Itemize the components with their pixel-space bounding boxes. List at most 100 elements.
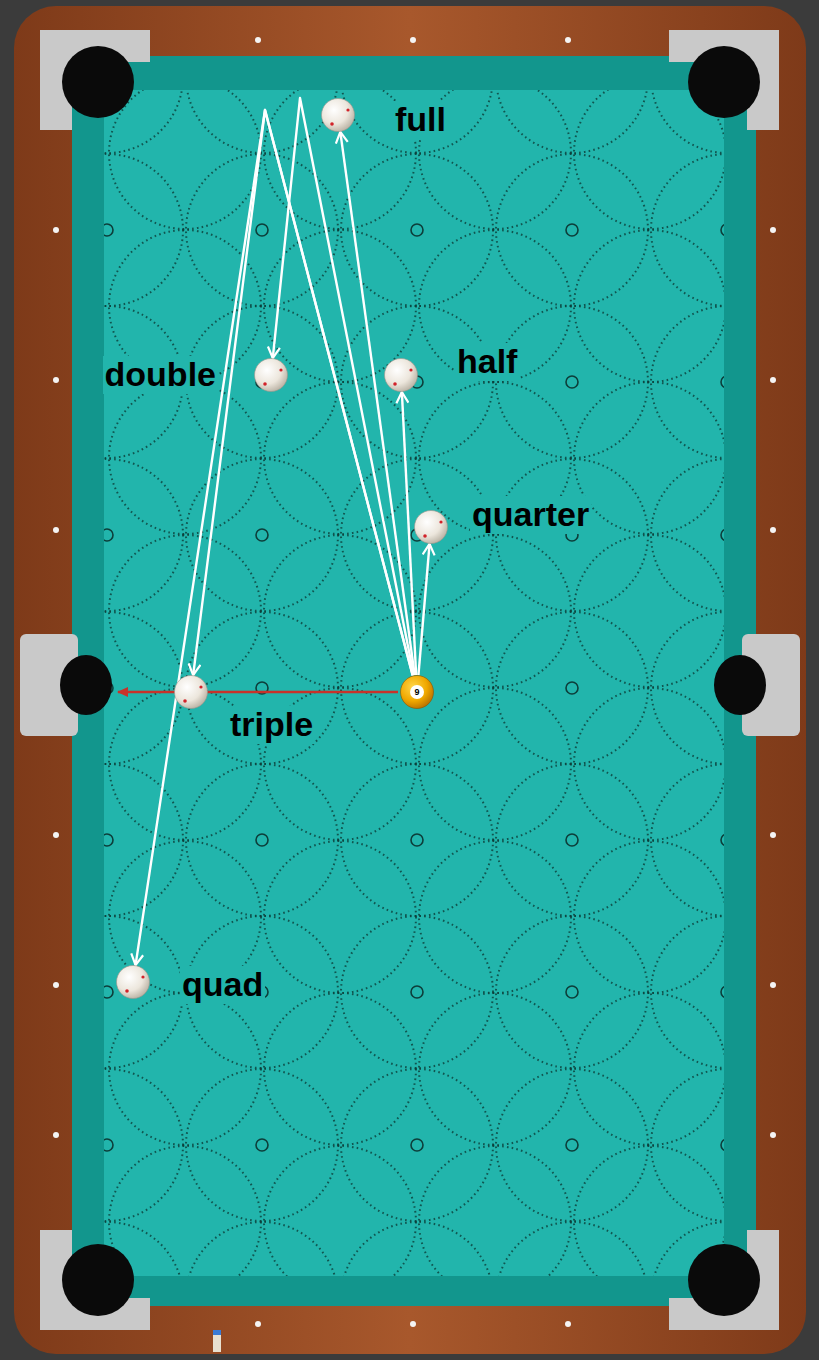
cue-ball-path xyxy=(136,110,413,965)
dotted-ring xyxy=(496,90,648,153)
dotted-ring xyxy=(496,154,648,306)
pockets xyxy=(20,30,800,1330)
dotted-ring xyxy=(496,612,648,764)
dotted-ring xyxy=(651,764,724,916)
dotted-ring xyxy=(109,1146,261,1276)
cloth xyxy=(104,90,724,1276)
ring-center xyxy=(566,376,578,388)
dotted-ring xyxy=(341,1222,493,1276)
dotted-ring xyxy=(341,154,493,306)
dotted-ring xyxy=(109,90,261,229)
dotted-ring xyxy=(186,764,338,916)
dotted-ring xyxy=(264,993,416,1145)
cue-ball-position: half xyxy=(384,358,418,392)
dotted-ring xyxy=(109,382,261,534)
dotted-ring xyxy=(574,382,724,534)
dotted-ring xyxy=(264,841,416,993)
ring-center xyxy=(104,529,113,541)
ring-center xyxy=(566,224,578,236)
ring-center xyxy=(104,834,113,846)
dotted-ring xyxy=(419,841,571,993)
dotted-ring xyxy=(651,90,724,153)
dotted-ring xyxy=(186,1222,338,1276)
position-label: full xyxy=(393,101,448,138)
position-label: double xyxy=(103,356,218,393)
dotted-ring xyxy=(651,612,724,764)
ring-center xyxy=(411,1139,423,1151)
ring-center xyxy=(566,986,578,998)
ring-center xyxy=(721,224,724,236)
cue-ball-position: full xyxy=(321,98,355,132)
ring-center xyxy=(566,834,578,846)
dotted-ring xyxy=(109,535,261,687)
ring-center xyxy=(256,224,268,236)
dotted-ring xyxy=(574,535,724,687)
ring-center xyxy=(104,1139,113,1151)
dotted-ring xyxy=(574,688,724,840)
dotted-ring xyxy=(651,306,724,458)
dotted-ring xyxy=(186,612,338,764)
dotted-ring xyxy=(496,764,648,916)
dotted-ring xyxy=(419,688,571,840)
dotted-ring xyxy=(104,1069,183,1221)
ball-number: 9 xyxy=(414,688,419,697)
cue-ball-position: triple xyxy=(174,675,208,709)
cue-ball-shape xyxy=(321,98,355,132)
dotted-ring xyxy=(496,1222,648,1276)
ring-center xyxy=(256,1139,268,1151)
dotted-ring xyxy=(186,90,338,153)
dotted-ring xyxy=(104,612,183,764)
dotted-ring xyxy=(341,1069,493,1221)
dotted-ring xyxy=(419,535,571,687)
ring-center xyxy=(721,529,724,541)
dotted-ring xyxy=(651,1069,724,1221)
ring-center xyxy=(721,834,724,846)
dotted-ring xyxy=(341,916,493,1068)
dotted-ring xyxy=(341,306,493,458)
dotted-ring xyxy=(341,612,493,764)
dotted-ring xyxy=(341,90,493,153)
dotted-ring xyxy=(496,306,648,458)
dotted-ring xyxy=(109,993,261,1145)
cue-tip xyxy=(213,1330,221,1352)
cue-ball-path xyxy=(193,110,413,676)
dotted-ring xyxy=(574,230,724,382)
cue-ball-position: quarter xyxy=(414,510,448,544)
cue-ball-shape xyxy=(414,510,448,544)
diamonds xyxy=(53,37,776,1327)
ring-center xyxy=(721,376,724,388)
dotted-ring xyxy=(264,535,416,687)
dotted-ring xyxy=(574,90,724,229)
wood-frame xyxy=(14,6,806,1354)
position-label: half xyxy=(455,343,519,380)
dotted-ring xyxy=(104,154,183,306)
cue-ball-position: double xyxy=(254,358,288,392)
ring-center xyxy=(721,1139,724,1151)
dotted-ring xyxy=(419,1146,571,1276)
dotted-ring xyxy=(651,459,724,611)
position-label: triple xyxy=(228,706,315,743)
dotted-ring xyxy=(104,764,183,916)
cue-ball-shape xyxy=(116,965,150,999)
nine-ball: 9 xyxy=(400,675,434,709)
dotted-ring xyxy=(496,459,648,611)
dotted-ring xyxy=(651,1222,724,1276)
dotted-ring xyxy=(419,993,571,1145)
ring-center xyxy=(411,986,423,998)
dotted-ring xyxy=(341,764,493,916)
cue-ball-path xyxy=(402,392,416,675)
cue-ball-path xyxy=(418,544,429,675)
cue-ball-shape xyxy=(254,358,288,392)
dotted-ring xyxy=(574,993,724,1145)
dotted-ring xyxy=(264,1146,416,1276)
dotted-ring xyxy=(341,459,493,611)
ring-center xyxy=(566,682,578,694)
dotted-ring xyxy=(104,916,183,1068)
ring-center xyxy=(566,1139,578,1151)
dotted-ring xyxy=(104,1222,183,1276)
dotted-ring xyxy=(651,154,724,306)
dotted-ring xyxy=(419,230,571,382)
ring-center xyxy=(411,834,423,846)
position-label: quarter xyxy=(470,496,591,533)
ring-center xyxy=(411,224,423,236)
